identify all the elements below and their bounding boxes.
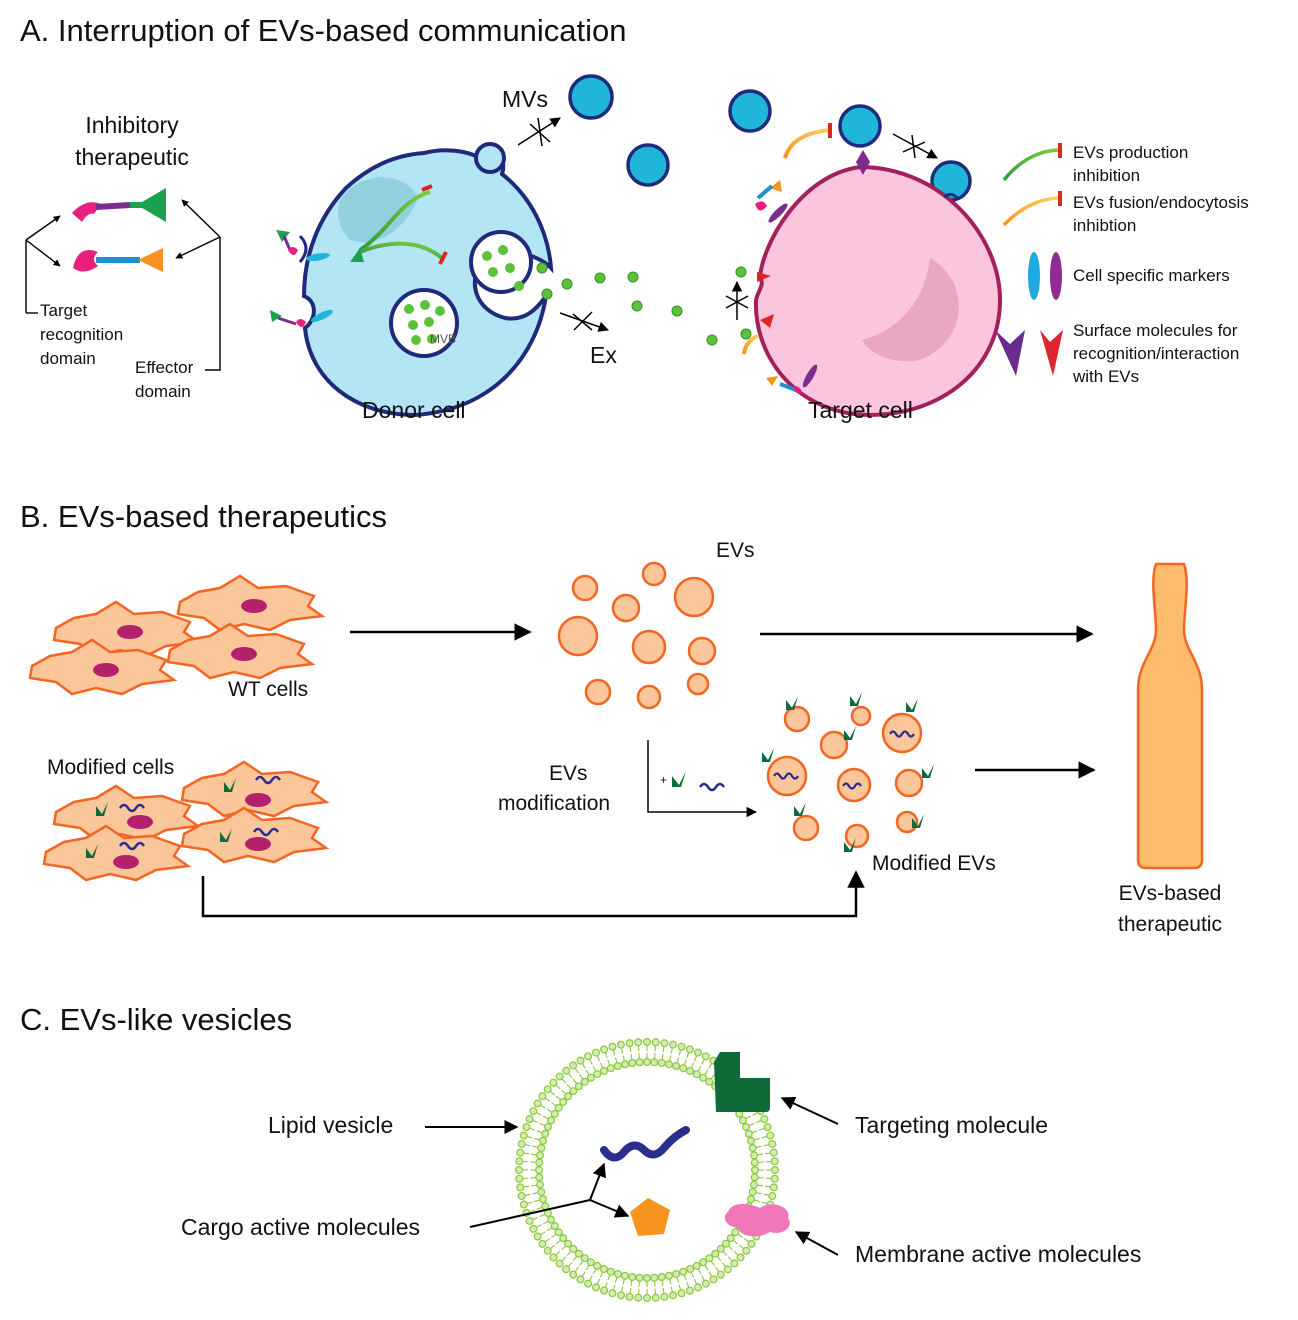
donor-inhibitors xyxy=(270,230,333,327)
cargo-active-label: Cargo active molecules xyxy=(181,1214,421,1240)
blocked-arrows xyxy=(517,117,938,332)
inhibitory-molecule-top xyxy=(72,188,166,222)
modification-agents xyxy=(672,771,726,792)
modified-cells xyxy=(42,760,330,882)
flow-arrows xyxy=(201,623,1096,918)
wt-cells xyxy=(28,574,326,696)
domain-arrows xyxy=(25,199,221,371)
mvb-label: MVB xyxy=(430,332,457,346)
target-domain-line2: recognition xyxy=(40,325,124,344)
modified-evs-label: Modified EVs xyxy=(872,852,996,875)
mvb-vesicles xyxy=(404,300,445,345)
targeting-molecule xyxy=(714,1052,770,1112)
exosomes xyxy=(536,262,752,346)
inhibitory-molecule-bottom xyxy=(73,248,163,272)
legend-production-icon xyxy=(1002,143,1062,182)
legend-fusion-icon xyxy=(1002,191,1062,227)
evs-modification-line1: EVs xyxy=(549,762,588,785)
inhibitory-label-line2: therapeutic xyxy=(75,144,189,170)
lipid-vesicle xyxy=(514,1037,779,1302)
donor-cell-label: Donor cell xyxy=(362,397,466,423)
membrane-active-molecule xyxy=(724,1204,790,1237)
panel-c-title: C. EVs-like vesicles xyxy=(20,1002,293,1037)
target-domain-line3: domain xyxy=(40,349,96,368)
effector-domain-line1: Effector xyxy=(135,358,194,377)
inhibitory-label-line1: Inhibitory xyxy=(85,112,179,138)
evs-modification-line2: modification xyxy=(498,792,611,815)
plus-sign: + xyxy=(660,773,668,787)
exosome-budding-vesicles xyxy=(482,245,524,291)
legend-surface-line3: with EVs xyxy=(1073,366,1140,386)
legend-surface-icon xyxy=(995,330,1063,376)
microvesicles xyxy=(568,74,972,202)
legend-production-line2: inhibition xyxy=(1073,165,1141,185)
mvs-label: MVs xyxy=(502,86,548,112)
ampoule xyxy=(1136,562,1204,870)
cargo-rna xyxy=(600,1126,690,1162)
ex-label: Ex xyxy=(590,342,617,368)
lipid-vesicle-label: Lipid vesicle xyxy=(268,1112,394,1138)
target-inhibitors xyxy=(742,123,832,394)
therapeutic-line1: EVs-based xyxy=(1118,882,1222,905)
evs-label: EVs xyxy=(716,539,755,562)
target-cell-label: Target cell xyxy=(808,397,913,423)
membrane-active-label: Membrane active molecules xyxy=(855,1241,1142,1267)
legend-markers: Cell specific markers xyxy=(1073,266,1230,285)
wt-cells-label: WT cells xyxy=(228,678,309,701)
modification-arrow xyxy=(647,740,758,818)
legend-markers-icon xyxy=(1028,252,1062,300)
modified-cells-label: Modified cells xyxy=(47,756,175,779)
panel-a-title: A. Interruption of EVs-based communicati… xyxy=(20,13,627,48)
donor-cell xyxy=(298,142,554,418)
effector-domain-line2: domain xyxy=(135,382,191,401)
production-inhibitor-donor xyxy=(350,184,448,265)
plain-evs xyxy=(557,561,717,710)
target-cell xyxy=(753,150,1003,418)
legend-surface-line2: recognition/interaction xyxy=(1073,343,1240,363)
therapeutic-line2: therapeutic xyxy=(1118,913,1222,936)
targeting-molecule-label: Targeting molecule xyxy=(855,1112,1049,1138)
legend-fusion: EVs fusion/endocytosis inhibtion xyxy=(1073,192,1249,238)
panel-c-arrows xyxy=(425,1096,839,1256)
legend-production-line1: EVs production xyxy=(1073,143,1189,162)
legend-fusion-line2: inhibtion xyxy=(1073,215,1137,235)
legend-production: EVs production inhibition xyxy=(1073,142,1188,188)
modified-evs xyxy=(762,692,934,852)
legend-surface: Surface molecules for recognition/intera… xyxy=(1073,320,1239,389)
panel-b-title: B. EVs-based therapeutics xyxy=(20,499,388,534)
legend-surface-line1: Surface molecules for xyxy=(1073,321,1238,340)
target-domain-line1: Target xyxy=(40,301,88,320)
cargo-small-molecule xyxy=(630,1198,670,1236)
legend-fusion-line1: EVs fusion/endocytosis xyxy=(1073,193,1249,212)
